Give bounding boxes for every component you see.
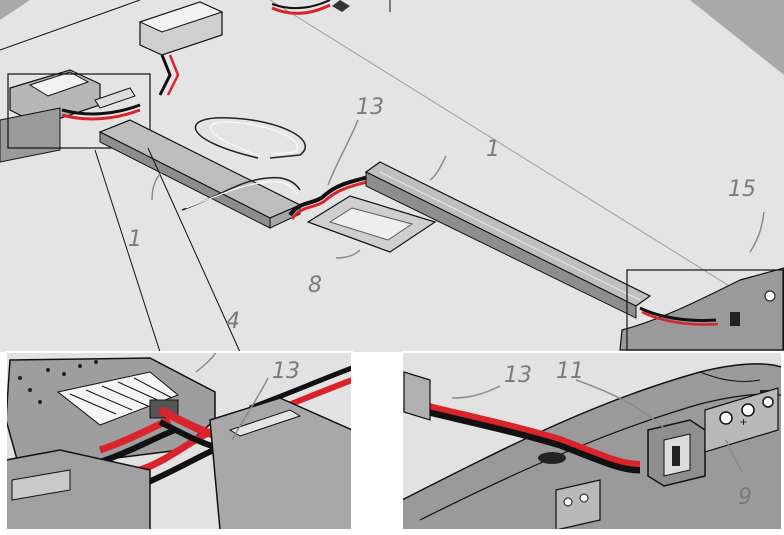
bottom-connector-detail: [555, 479, 601, 530]
profile-left: [98, 119, 302, 229]
svg-text:+: +: [740, 415, 747, 429]
callout-8: 8: [308, 273, 322, 298]
detail-frame-right: [626, 269, 784, 351]
end-module-main: [619, 267, 784, 351]
callout-1-right: 1: [486, 137, 500, 162]
inset-left: [6, 352, 352, 530]
cable-right-detail: [403, 371, 641, 474]
switch-module-detail: [647, 419, 706, 487]
inset-right: +: [402, 352, 782, 530]
detail-frame-left: [7, 73, 151, 149]
side-panel-detail: +: [704, 387, 779, 453]
adhesive-pad: [306, 195, 437, 253]
loose-cables: [181, 117, 306, 211]
callout-4: 4: [226, 309, 240, 334]
callout-9: 9: [738, 485, 752, 510]
callout-1-left: 1: [128, 227, 142, 252]
panel-edge-right: [690, 0, 784, 75]
callout-13-inset-left: 13: [272, 359, 300, 384]
cable-main: [288, 174, 375, 220]
leader-lines-main: [151, 119, 765, 259]
panel-edge-left: [0, 0, 30, 20]
profile-right: [364, 161, 652, 319]
main-view: [0, 0, 784, 353]
callout-15: 15: [728, 177, 756, 202]
controller-block-detail: [6, 357, 216, 471]
leader-lines-right: [451, 379, 743, 473]
callout-13-main: 13: [356, 95, 384, 120]
profiles-left-detail: [6, 397, 352, 530]
callout-11: 11: [556, 359, 584, 384]
callout-13-inset-right: 13: [504, 363, 532, 388]
power-supply-unit: [138, 0, 350, 96]
